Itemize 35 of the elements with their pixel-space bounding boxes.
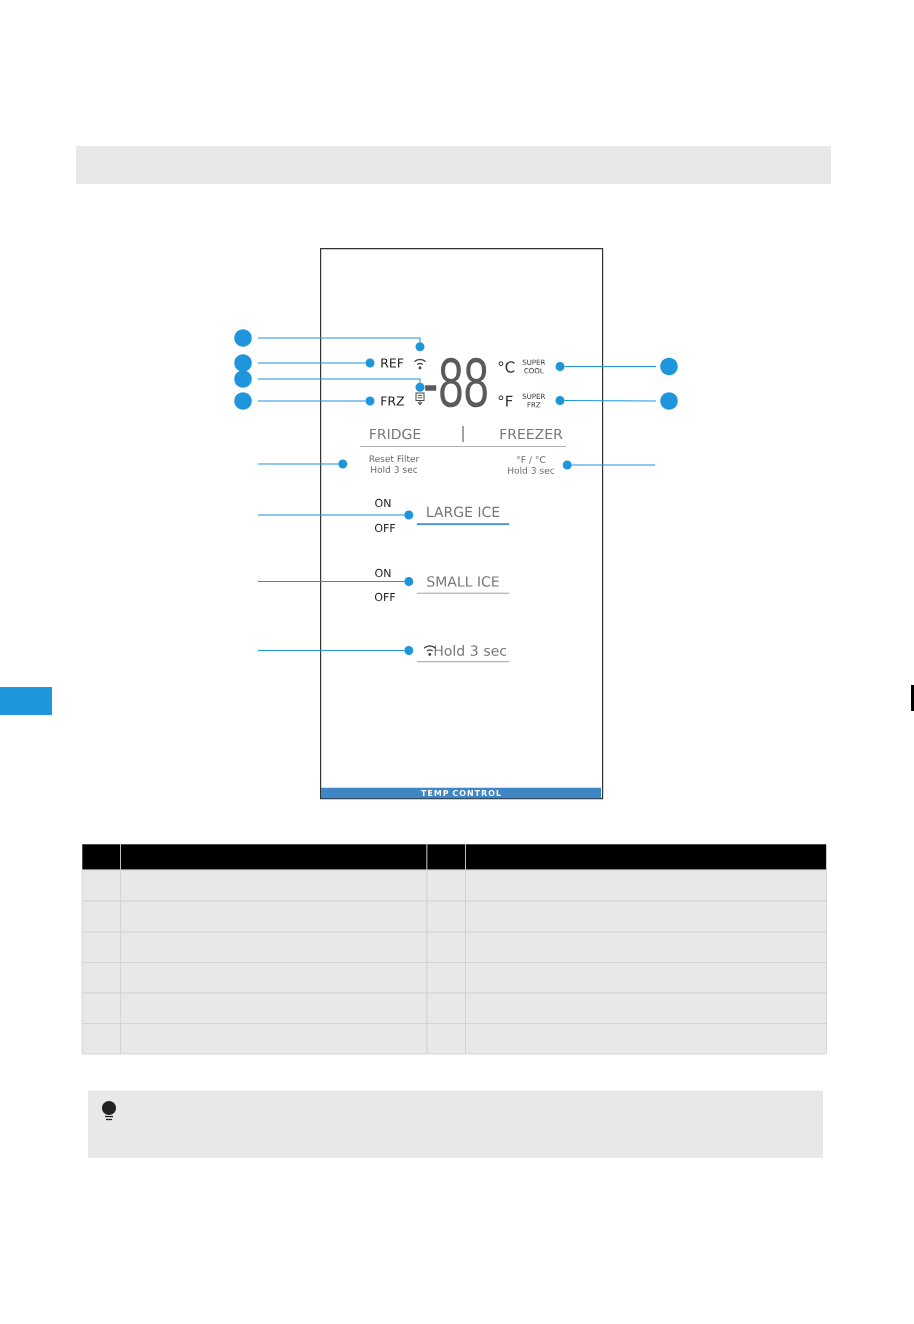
- switch-label: OFF: [374, 592, 395, 602]
- callout-circle: [234, 354, 252, 372]
- leader-line: [257, 378, 421, 384]
- callout-circle: [234, 392, 252, 410]
- touch-button: Hold 3 sec: [416, 645, 510, 663]
- switch-label: ON: [375, 568, 391, 578]
- leader-line: [257, 463, 339, 465]
- leader-line: [257, 581, 405, 582]
- display-label: REF: [381, 358, 404, 368]
- touch-button: SMALL ICE: [416, 576, 510, 594]
- leader-line: [257, 362, 366, 364]
- leader-line: [257, 650, 405, 651]
- key-label: °F / °C Hold 3 sec: [508, 456, 555, 474]
- display-label: FRZ: [381, 396, 405, 406]
- leader-line: [257, 400, 366, 402]
- panel-title-band: TEMP CONTROL: [321, 787, 601, 799]
- leader-line: [257, 514, 405, 516]
- leader-line: [564, 366, 657, 367]
- callout-circle: [234, 370, 252, 388]
- key-label: Reset Filter Hold 3 sec: [369, 455, 420, 473]
- callout-circle: [660, 392, 678, 410]
- zone-label: FRIDGE: [370, 428, 421, 440]
- leader-line: [257, 337, 421, 343]
- digit-display: -88: [425, 357, 487, 408]
- touch-button: LARGE ICE: [415, 506, 511, 526]
- zone-label: FREEZER: [500, 428, 563, 440]
- leader-line: [564, 400, 657, 402]
- control-panel: [320, 248, 604, 800]
- callout-circle: [234, 329, 252, 347]
- callout-circle: [660, 357, 678, 376]
- leader-line: [571, 464, 656, 466]
- switch-label: OFF: [374, 523, 395, 533]
- unit-label: °F: [498, 395, 513, 407]
- switch-label: ON: [375, 498, 391, 508]
- unit-label: °C: [498, 361, 515, 373]
